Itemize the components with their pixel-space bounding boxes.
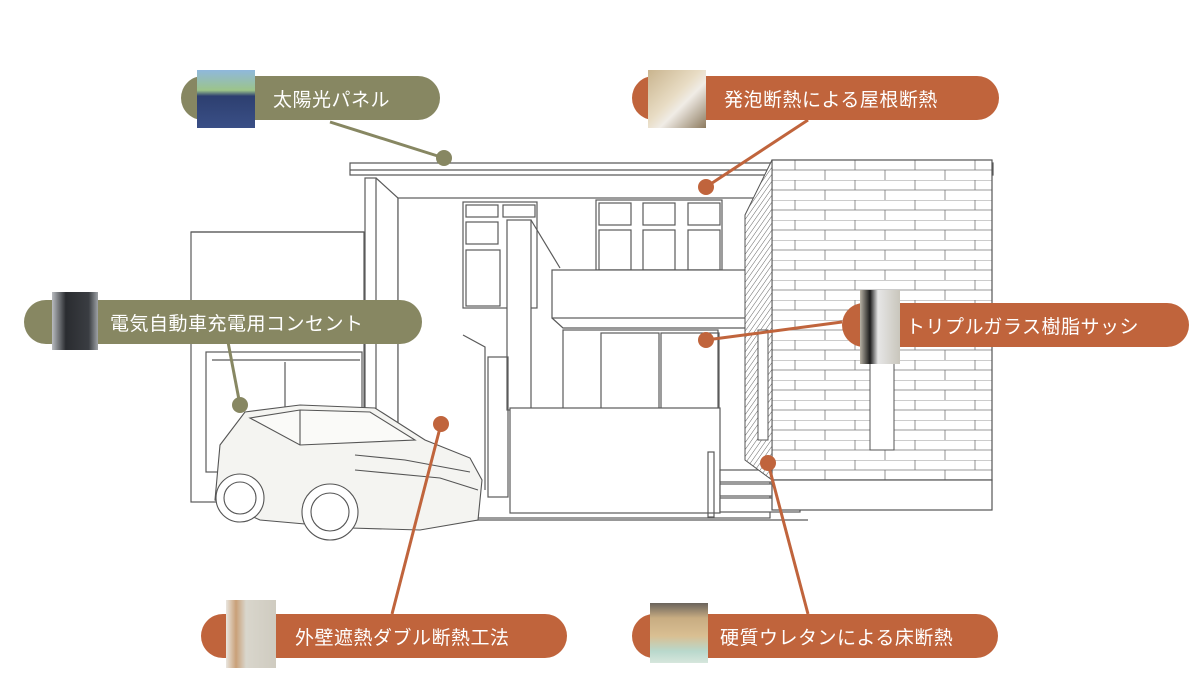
roof-insulation-icon (648, 70, 706, 128)
callout-roof[interactable]: 発泡断熱による屋根断熱 (632, 76, 999, 120)
callout-label: 発泡断熱による屋根断熱 (724, 88, 938, 111)
wall-marker-dot[interactable] (433, 416, 449, 432)
leader-lines (226, 118, 843, 615)
solar-marker-dot[interactable] (436, 150, 452, 166)
wall-section-icon (226, 600, 276, 668)
callout-label: 太陽光パネル (273, 88, 391, 111)
roof-leader-line (705, 118, 809, 189)
floor-marker-dot[interactable] (760, 455, 776, 471)
wall-leader-line (390, 423, 443, 615)
solar-leader-line (329, 120, 445, 160)
solar-panel-icon (197, 70, 255, 128)
callout-label: 電気自動車充電用コンセント (110, 312, 364, 335)
floor-leader-line (766, 462, 810, 615)
floor-insulation-icon (650, 603, 708, 663)
ev-marker-dot[interactable] (232, 397, 248, 413)
window-sash-icon (860, 290, 900, 364)
ev-charger-icon (52, 292, 98, 350)
sash-leader-line (705, 320, 843, 342)
car-illustration (214, 404, 483, 541)
callout-label: トリプルガラス樹脂サッシ (906, 315, 1140, 338)
callout-label: 硬質ウレタンによる床断熱 (720, 626, 954, 649)
sash-marker-dot[interactable] (698, 332, 714, 348)
ev-leader-line (226, 341, 242, 406)
callout-label: 外壁遮熱ダブル断熱工法 (295, 626, 510, 649)
roof-marker-dot[interactable] (698, 179, 714, 195)
